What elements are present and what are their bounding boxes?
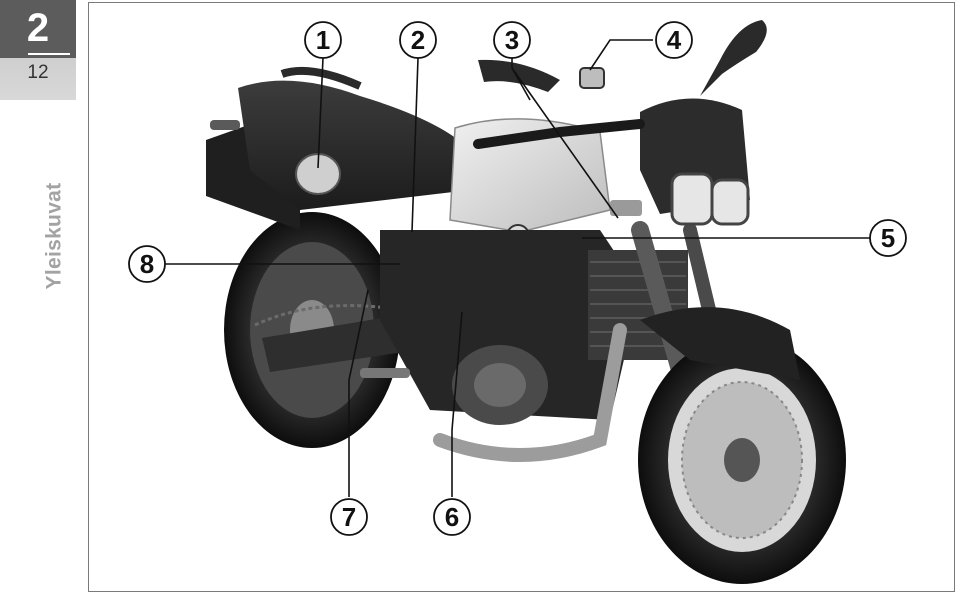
svg-text:3: 3 [505,25,519,55]
headlight-right [710,178,750,226]
callout-3: 3 [493,21,531,59]
svg-text:6: 6 [445,502,459,532]
callout-6: 6 [433,498,471,536]
svg-text:5: 5 [881,223,895,253]
rear-indicator [210,120,240,130]
svg-text:1: 1 [316,25,330,55]
left-mirror [478,59,560,92]
svg-text:7: 7 [342,502,356,532]
callout-2: 2 [399,21,437,59]
chapter-tab: 2 12 [0,0,76,100]
front-fender [640,307,800,380]
callout-8: 8 [128,245,166,283]
callout-5: 5 [869,219,907,257]
page-number: 12 [27,62,49,83]
footrest [360,368,410,378]
grab-handle [280,66,362,90]
front-wheel [638,336,846,584]
svg-text:2: 2 [411,25,425,55]
callout-leaders [165,39,870,497]
chapter-number: 2 [26,6,50,50]
ignition-switch [610,200,642,216]
handlebar [473,119,645,149]
svg-text:8: 8 [140,249,154,279]
svg-text:4: 4 [667,25,682,55]
right-mirror [700,20,767,96]
chapter-divider [28,53,70,55]
callout-4: 4 [655,21,693,59]
frame [380,230,640,420]
exhaust-pipe [433,323,627,462]
callout-1: 1 [304,21,342,59]
callout-7: 7 [330,498,368,536]
